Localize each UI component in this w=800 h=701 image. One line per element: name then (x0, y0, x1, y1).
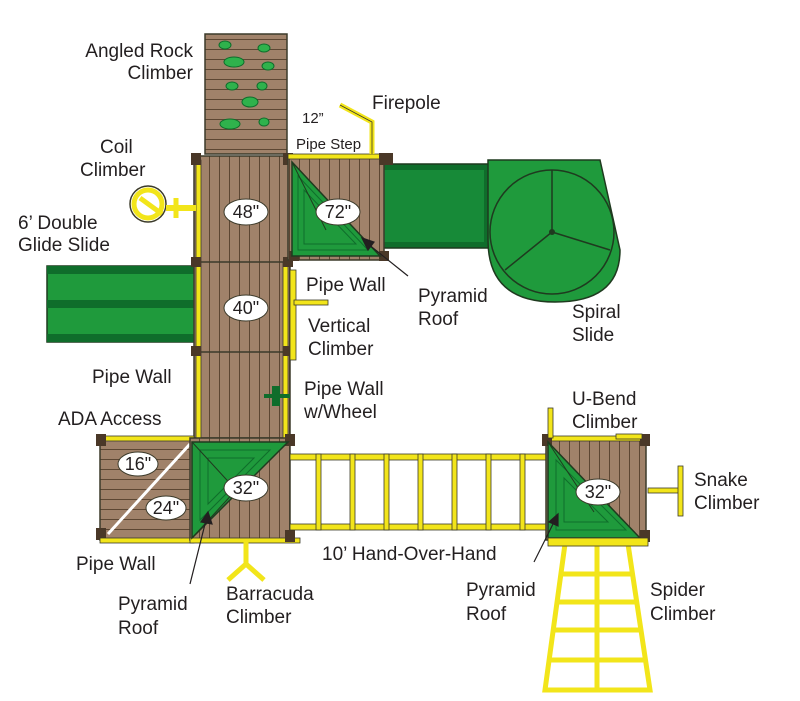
u-bend-climber (547, 407, 643, 440)
pipe-wall-left-label: Pipe Wall (92, 367, 172, 388)
spider-label-line1: Spider (650, 580, 706, 601)
spiral-label-line1: Spiral (572, 302, 621, 323)
height-badge-16: 16" (117, 451, 159, 477)
barracuda-climber (226, 542, 266, 582)
rock-hold (257, 43, 271, 53)
ubend-label-line1: U-Bend (572, 389, 636, 410)
coil-label-line2: Climber (80, 160, 146, 181)
rock-hold (256, 81, 268, 91)
angled-rock-label-line1: Angled Rock (85, 41, 193, 62)
pyramid-left-label-line1: Pyramid (118, 594, 188, 615)
rock-hold (225, 81, 239, 91)
pipe-wall-top-label: Pipe Wall (306, 275, 386, 296)
spiral-slide (377, 159, 621, 303)
height-badge-48: 48" (223, 198, 269, 226)
height-badge-32-left: 32" (223, 474, 269, 502)
height-label-72: 72" (325, 202, 351, 222)
rock-hold (241, 96, 259, 108)
barracuda-label-line2: Climber (226, 607, 292, 628)
wheel-label-line2: w/Wheel (303, 402, 377, 423)
height-label-24: 24" (153, 498, 179, 518)
height-label-32-right: 32" (585, 482, 611, 502)
coil-label-line1: Coil (100, 137, 133, 158)
rock-hold (218, 40, 232, 50)
height-badge-24: 24" (145, 495, 187, 521)
spiral-label-line2: Slide (572, 325, 614, 346)
spider-label-line2: Climber (650, 604, 716, 625)
angled-rock-climber (204, 33, 288, 155)
spider-climber (542, 541, 653, 693)
snake-label-line1: Snake (694, 470, 748, 491)
height-badge-72: 72" (315, 198, 361, 226)
height-label-16: 16" (125, 454, 151, 474)
pipe-wall-wheel (264, 386, 290, 406)
snake-climber (647, 465, 684, 517)
coil-climber (129, 185, 196, 223)
barracuda-label-line1: Barracuda (226, 584, 314, 605)
ada-deck (96, 434, 195, 544)
pyramid-right-label-line1: Pyramid (466, 580, 536, 601)
hand-over-hand-label: 10’ Hand-Over-Hand (322, 544, 497, 565)
height-label-40: 40" (233, 298, 259, 318)
pipe-wall-bottom-label: Pipe Wall (76, 554, 156, 575)
hand-over-hand-ladder (289, 453, 551, 531)
rock-hold (223, 56, 245, 68)
spider-climber-top-bar (547, 537, 649, 547)
rock-hold (261, 61, 275, 71)
glide-label-line2: Glide Slide (18, 235, 110, 256)
firepole-label: Firepole (372, 93, 441, 114)
vertical-climber-label-line1: Vertical (308, 316, 370, 337)
vertical-climber-label-line2: Climber (308, 339, 374, 360)
ada-label: ADA Access (58, 409, 162, 430)
pyramid-top-label-line1: Pyramid (418, 286, 488, 307)
height-badge-32-right: 32" (575, 478, 621, 506)
pyramid-right-label-line2: Roof (466, 604, 507, 625)
pyramid-left-label-line2: Roof (118, 618, 159, 639)
pipe-step-label-line1: 12” (302, 110, 324, 127)
pyramid-top-label-line2: Roof (418, 309, 459, 330)
ubend-label-line2: Climber (572, 412, 638, 433)
vertical-climber (289, 269, 329, 361)
glide-label-line1: 6’ Double (18, 213, 98, 234)
firepole (338, 102, 375, 154)
wheel-label-line1: Pipe Wall (304, 379, 384, 400)
height-label-32-left: 32" (233, 478, 259, 498)
pipe-step-label-line2: Pipe Step (296, 136, 361, 153)
angled-rock-label-line2: Climber (128, 63, 194, 84)
height-label-48: 48" (233, 202, 259, 222)
leader-lines (189, 236, 559, 585)
double-glide-slide (46, 265, 196, 343)
height-badge-40: 40" (223, 294, 269, 322)
rock-hold (258, 117, 270, 127)
rock-hold (219, 118, 241, 130)
snake-label-line2: Climber (694, 493, 760, 514)
